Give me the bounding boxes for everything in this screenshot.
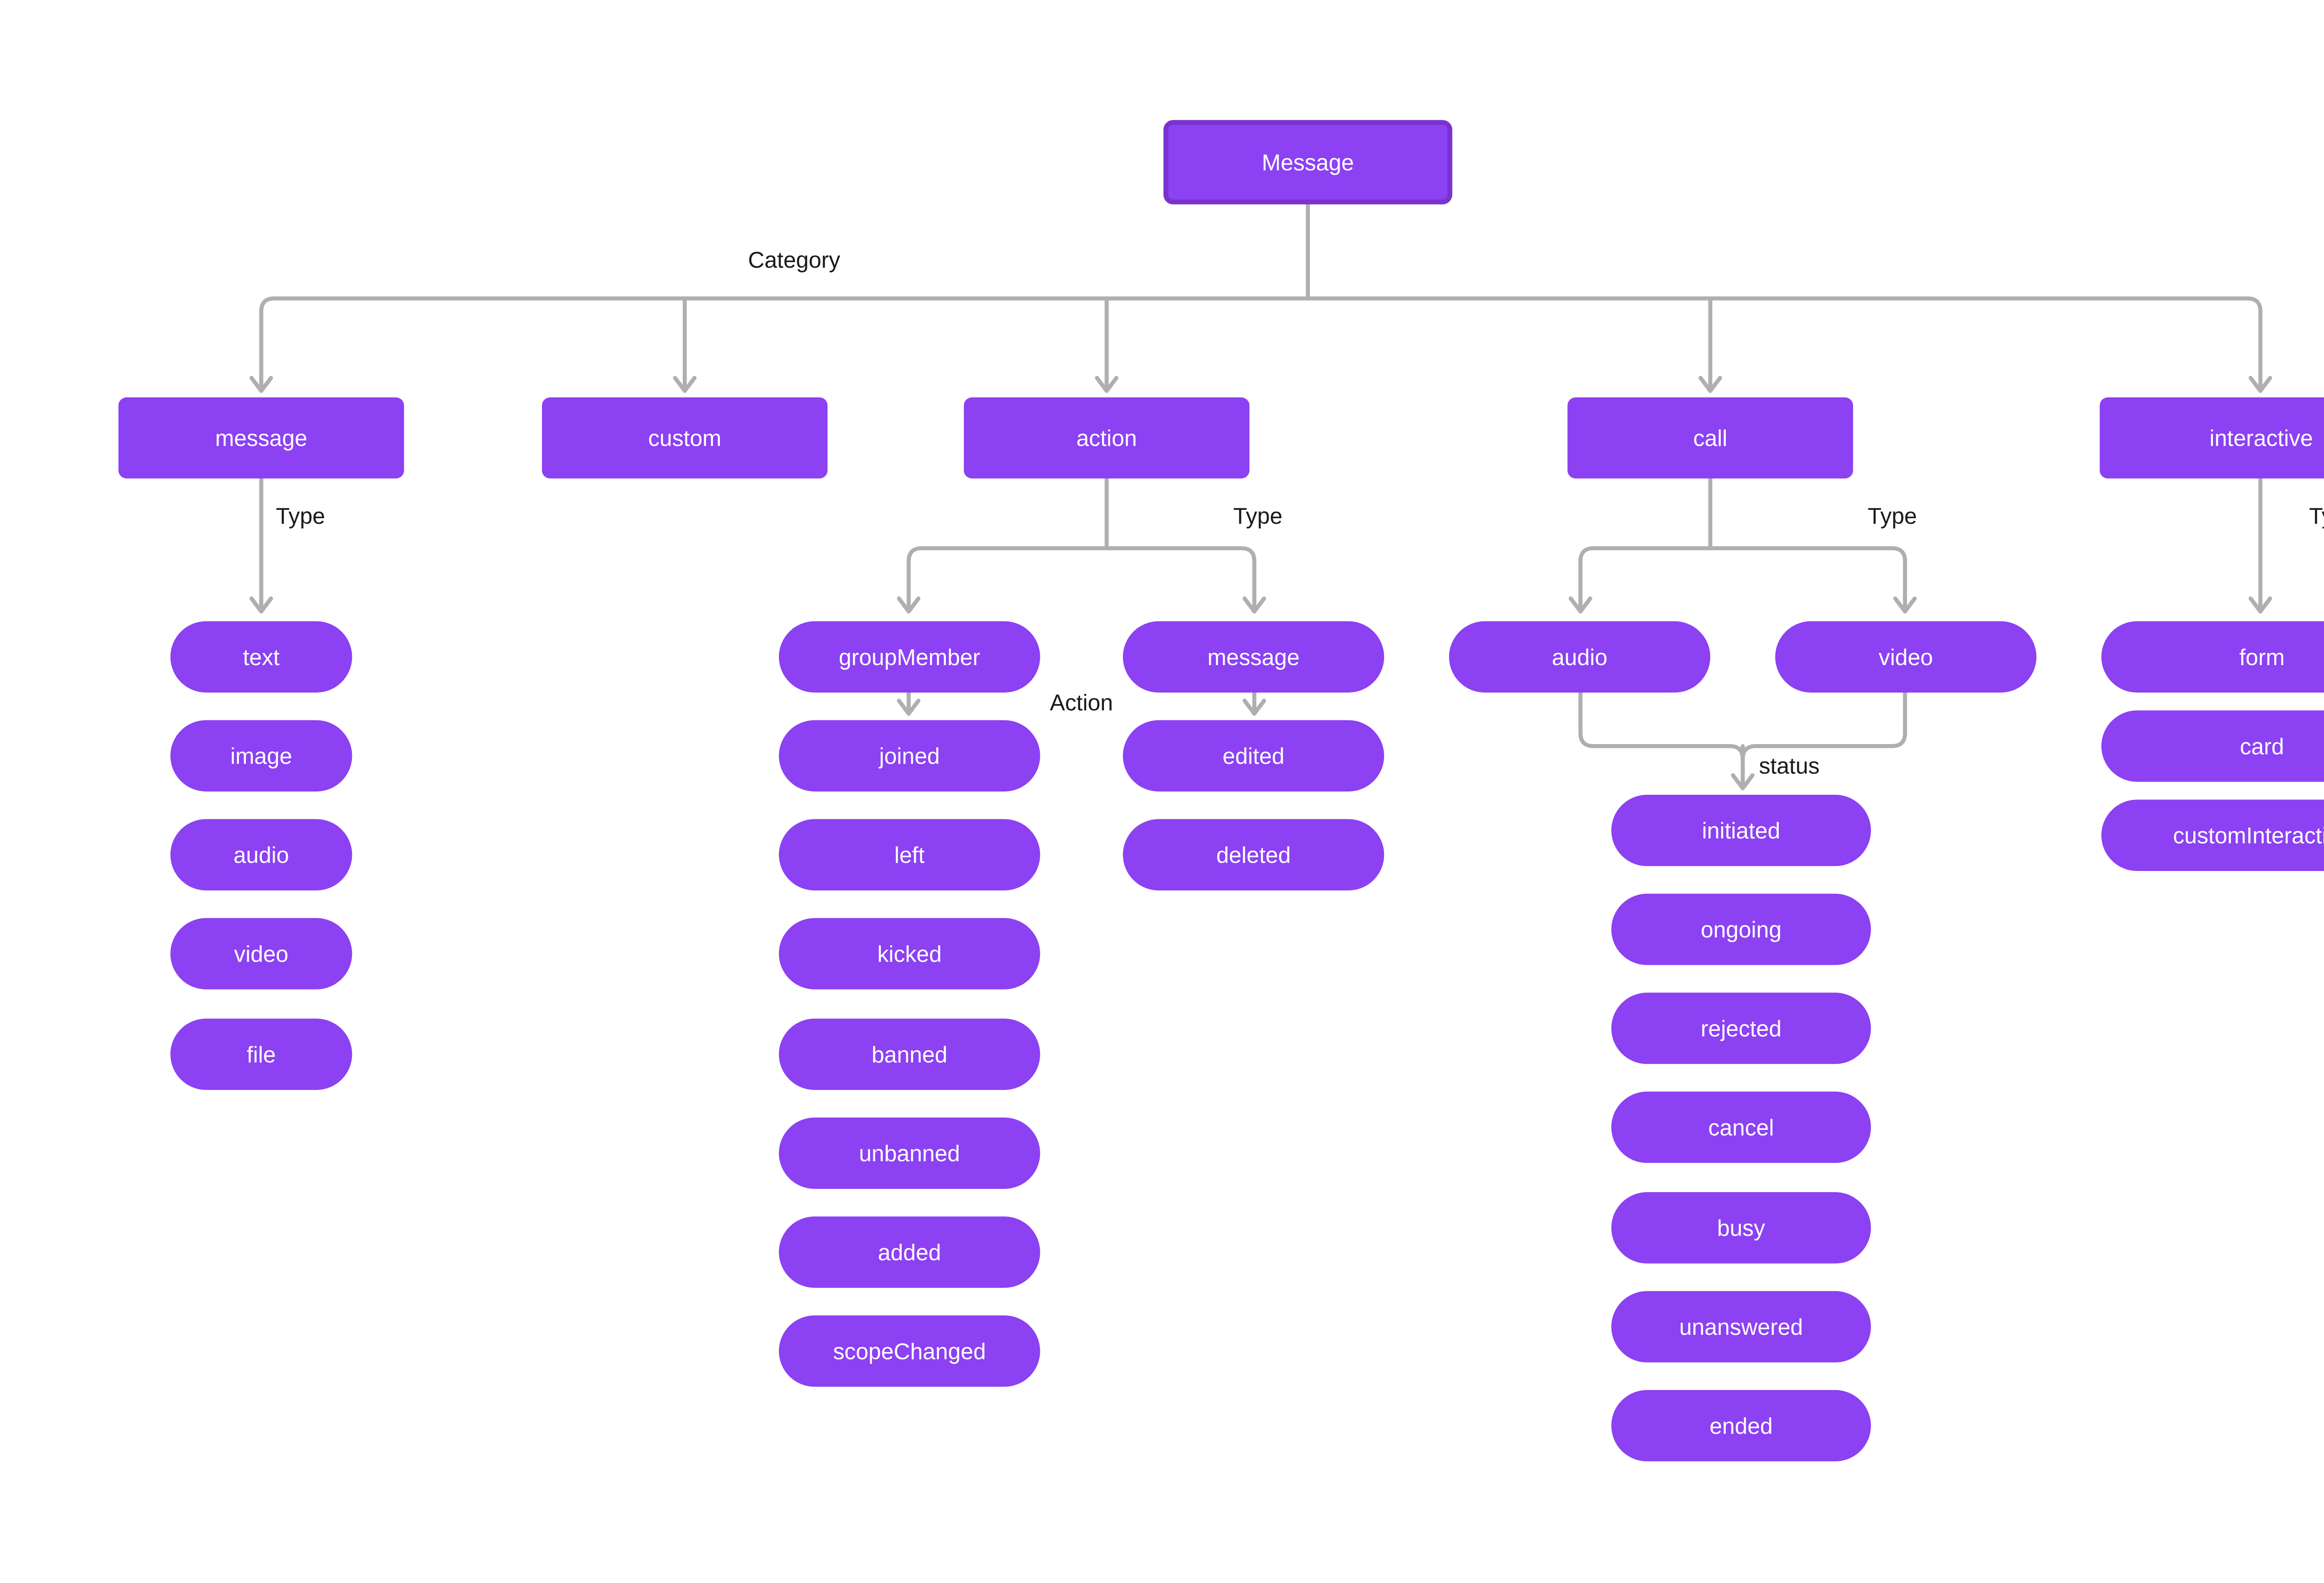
edge-label-type-call: Type	[1868, 502, 1917, 529]
action-item-node-kicked: kicked	[779, 918, 1040, 989]
edge-label-action: Action	[1050, 689, 1113, 716]
action-item-node-deleted: deleted	[1122, 819, 1384, 890]
call-status-node-cancel: cancel	[1611, 1091, 1871, 1163]
action-item-node-added: added	[779, 1216, 1040, 1288]
category-node-action: action	[964, 397, 1250, 479]
type-node-video: video	[170, 918, 352, 989]
interactive-type-node-custominteractive: customInteractive	[2101, 799, 2324, 871]
category-node-call: call	[1567, 397, 1853, 479]
call-status-node-rejected: rejected	[1611, 992, 1871, 1064]
action-item-node-joined: joined	[779, 720, 1040, 792]
call-status-node-busy: busy	[1611, 1192, 1871, 1264]
action-item-node-edited: edited	[1122, 720, 1384, 792]
edge-label-type-action: Type	[1233, 502, 1283, 529]
type-node-text: text	[170, 621, 352, 693]
type-node-audio: audio	[170, 819, 352, 890]
interactive-type-node-form: form	[2101, 621, 2324, 693]
root-node-message: Message	[1163, 120, 1452, 204]
action-item-node-banned: banned	[779, 1018, 1040, 1090]
category-node-custom: custom	[542, 397, 828, 479]
call-type-node-video: video	[1775, 621, 2037, 693]
call-status-node-ongoing: ongoing	[1611, 893, 1871, 965]
interactive-type-node-card: card	[2101, 710, 2324, 782]
edge-label-type-message: Type	[276, 502, 325, 529]
call-status-node-initiated: initiated	[1611, 795, 1871, 866]
edge-label-category: Category	[748, 246, 840, 273]
edge-label-type-interactive: Type	[2309, 502, 2324, 529]
call-status-node-ended: ended	[1611, 1390, 1871, 1462]
category-node-message: message	[118, 397, 404, 479]
call-type-node-audio: audio	[1449, 621, 1710, 693]
call-status-node-unanswered: unanswered	[1611, 1291, 1871, 1363]
action-head-node-message: message	[1122, 621, 1384, 693]
action-head-node-groupmember: groupMember	[779, 621, 1040, 693]
type-node-image: image	[170, 720, 352, 792]
type-node-file: file	[170, 1018, 352, 1090]
action-item-node-scopechanged: scopeChanged	[779, 1315, 1040, 1387]
action-item-node-unbanned: unbanned	[779, 1117, 1040, 1189]
edge-label-status: status	[1759, 752, 1820, 779]
action-item-node-left: left	[779, 819, 1040, 890]
category-node-interactive: interactive	[2100, 397, 2324, 479]
